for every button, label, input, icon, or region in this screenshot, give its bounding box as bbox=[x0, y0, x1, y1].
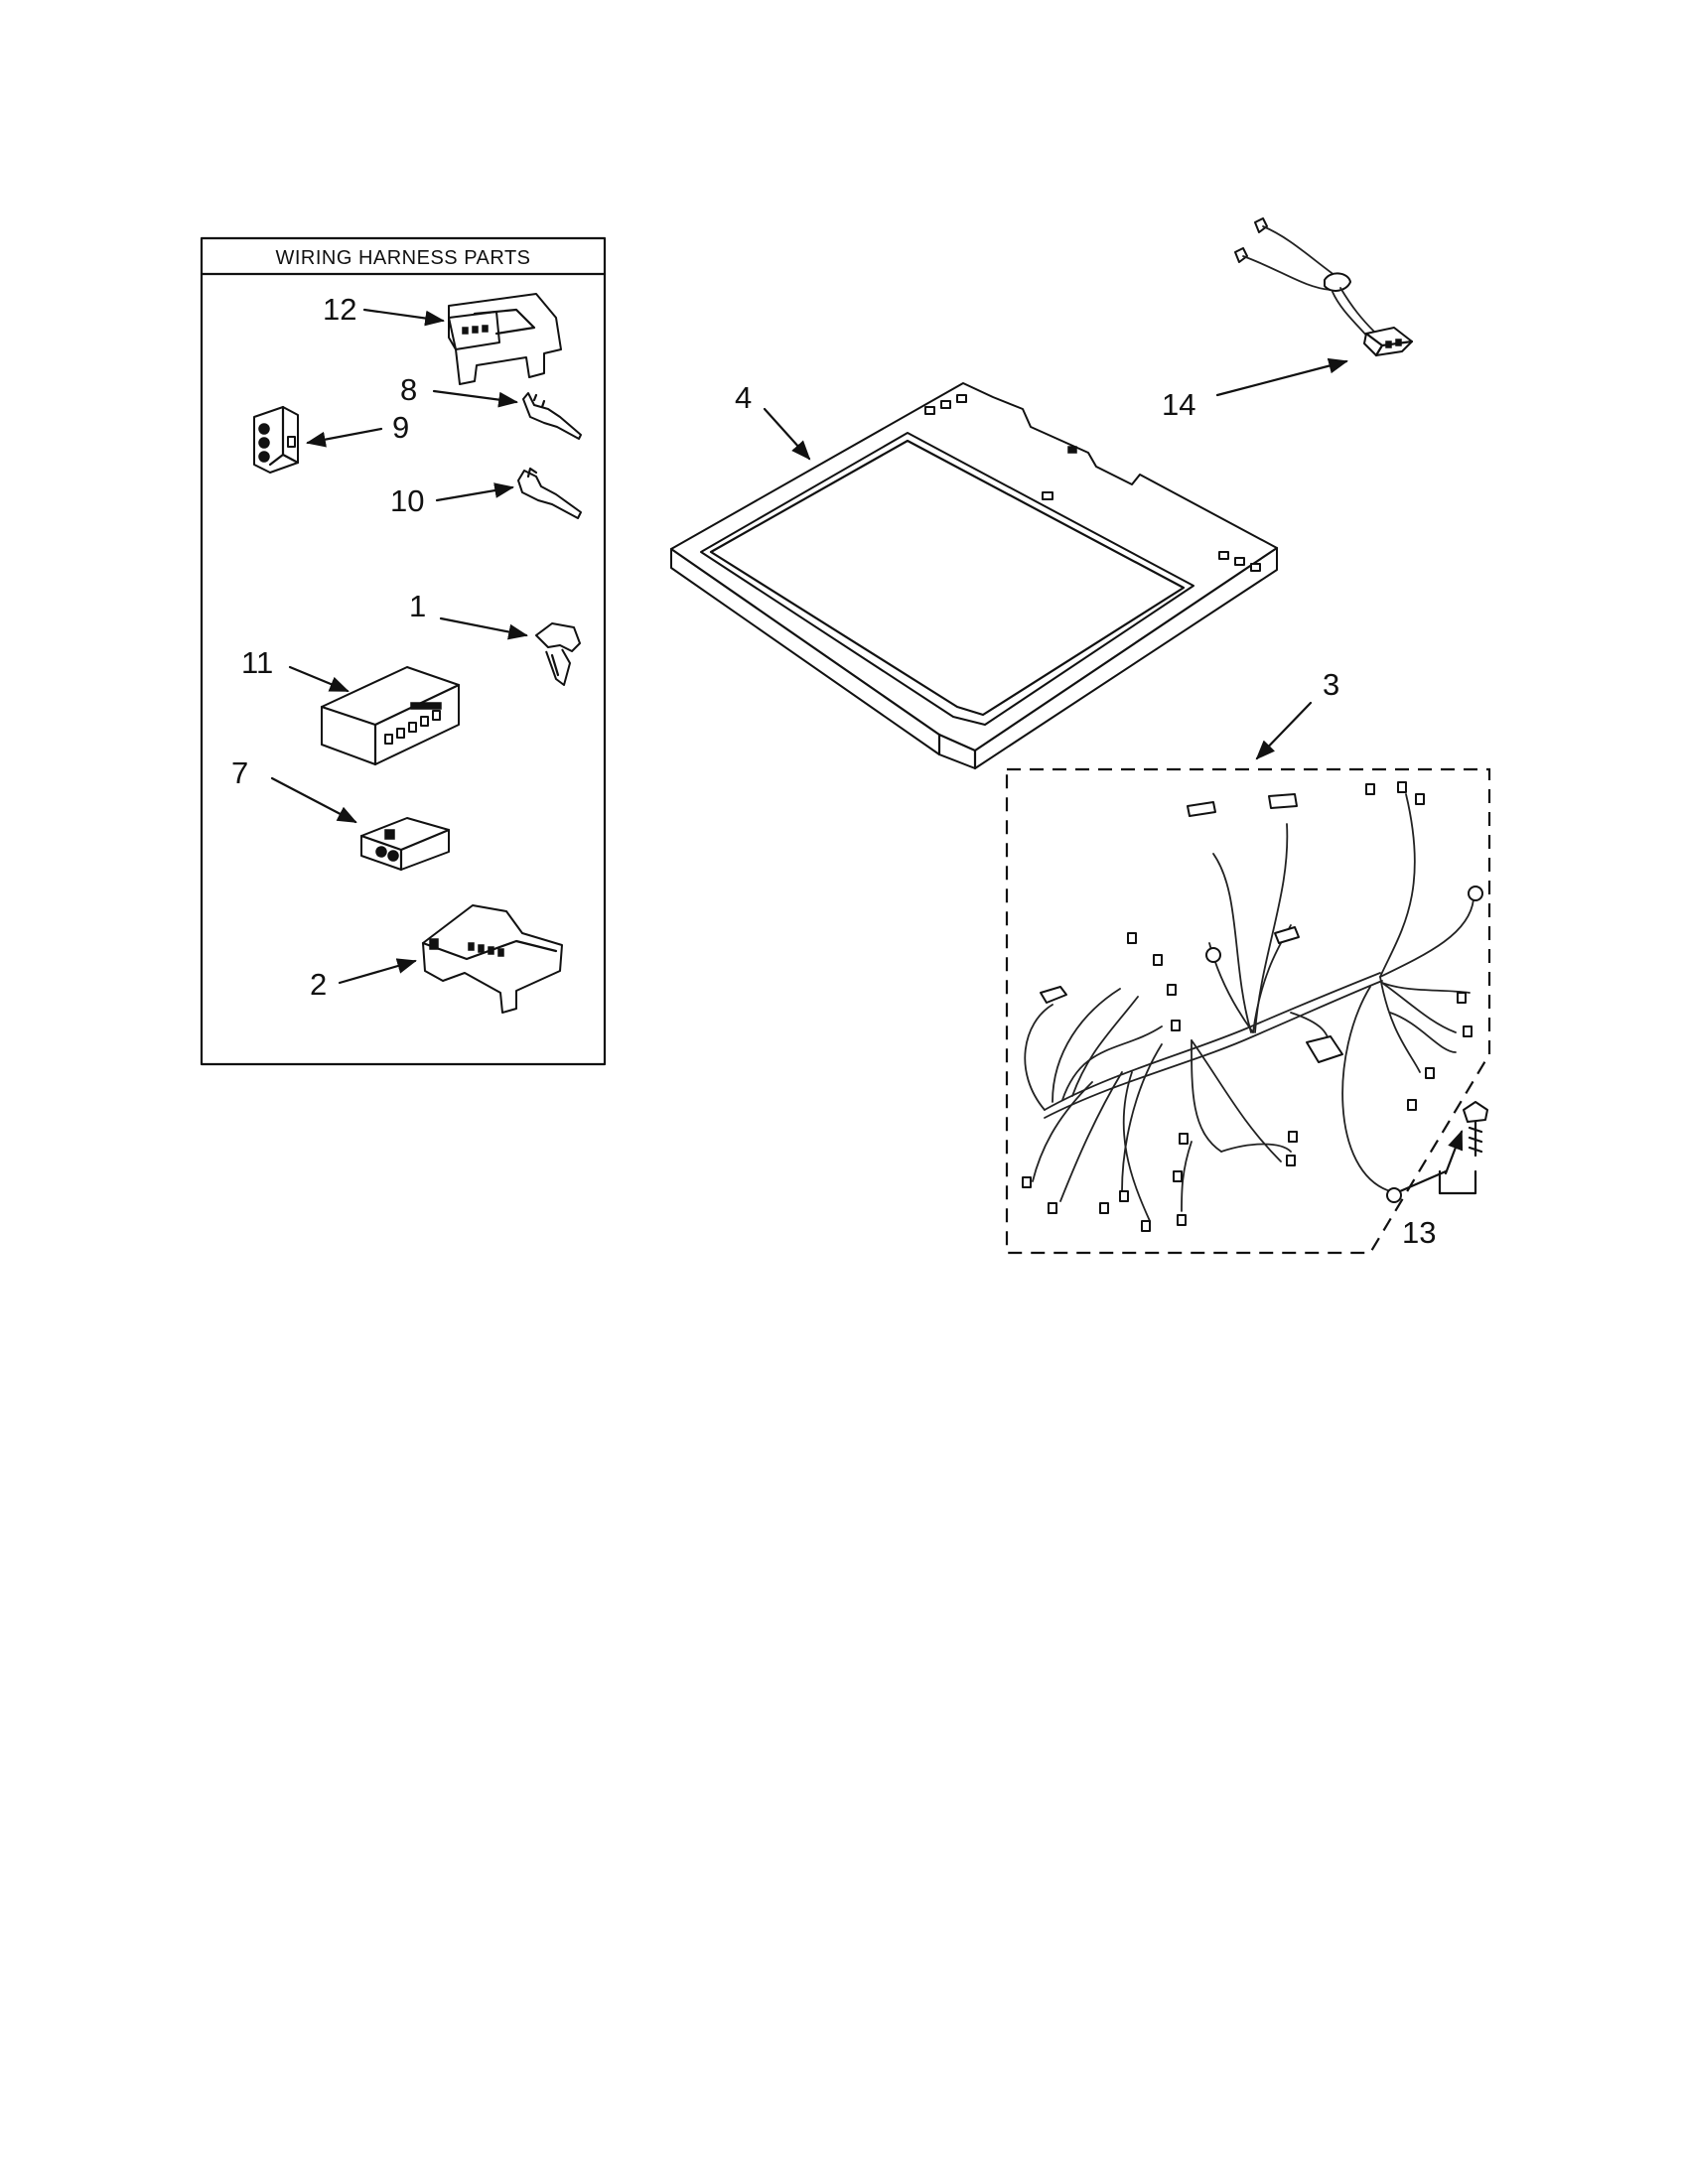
callout-10: 10 bbox=[390, 483, 424, 518]
part-10-terminal bbox=[517, 467, 582, 519]
part-13-screw bbox=[1438, 1101, 1488, 1195]
part-1-clip bbox=[535, 622, 581, 686]
leader-14 bbox=[1215, 357, 1348, 397]
callout-3: 3 bbox=[1323, 667, 1339, 702]
part-7-housing bbox=[359, 817, 451, 872]
callout-14: 14 bbox=[1162, 387, 1195, 422]
part-8-terminal bbox=[522, 392, 582, 440]
leader-13b bbox=[1444, 1130, 1464, 1175]
leader-2 bbox=[338, 958, 417, 985]
part-11-connector bbox=[320, 666, 461, 766]
part-12-connector bbox=[448, 293, 562, 385]
panel-title: WIRING HARNESS PARTS bbox=[275, 247, 530, 269]
callout-1: 1 bbox=[409, 589, 426, 623]
wiring-harness-parts-panel: WIRING HARNESS PARTS bbox=[200, 236, 607, 1066]
leader-7 bbox=[270, 776, 357, 824]
part-2-connector bbox=[421, 904, 563, 1014]
leader-1 bbox=[439, 616, 528, 640]
leader-13 bbox=[1398, 1169, 1448, 1193]
leader-9 bbox=[306, 427, 383, 448]
leader-12 bbox=[362, 308, 445, 327]
callout-11: 11 bbox=[241, 645, 273, 680]
callout-9: 9 bbox=[392, 410, 409, 445]
callout-8: 8 bbox=[400, 372, 417, 407]
leader-8 bbox=[432, 389, 518, 408]
part-3-main-harness bbox=[1005, 767, 1491, 1255]
leader-10 bbox=[435, 482, 514, 502]
leader-4 bbox=[763, 407, 811, 461]
leader-3 bbox=[1255, 701, 1313, 760]
callout-7: 7 bbox=[231, 755, 248, 790]
part-9-plug-housing bbox=[253, 405, 300, 474]
part-4-top-panel bbox=[669, 382, 1279, 770]
callout-4: 4 bbox=[735, 380, 752, 415]
callout-2: 2 bbox=[310, 967, 327, 1002]
callout-13: 13 bbox=[1402, 1215, 1436, 1250]
callout-12: 12 bbox=[323, 292, 356, 327]
part-14-small-harness bbox=[1234, 217, 1414, 357]
leader-11 bbox=[288, 665, 350, 693]
